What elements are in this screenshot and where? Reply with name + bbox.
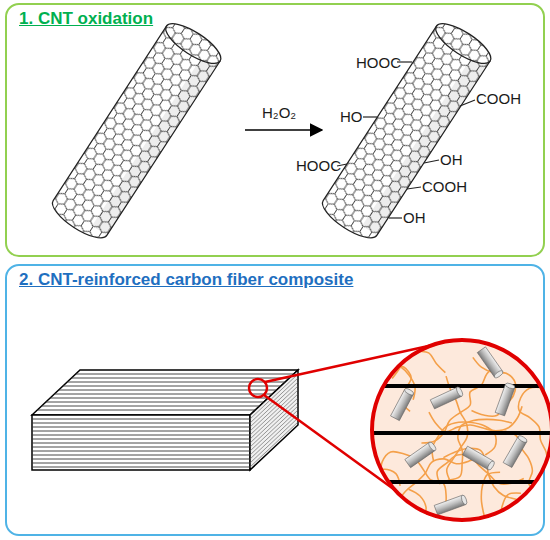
fiber-line bbox=[250, 414, 298, 459]
small-nanotube-end bbox=[517, 435, 528, 444]
zoom-background bbox=[372, 340, 550, 520]
chemical-group-label: OH bbox=[403, 209, 426, 226]
zoom-marker bbox=[249, 379, 267, 397]
fiber-line bbox=[32, 447, 250, 448]
fiber-line bbox=[32, 435, 250, 436]
bond-line bbox=[407, 187, 421, 189]
small-nanotube-end bbox=[505, 382, 516, 390]
polymer-matrix bbox=[309, 301, 550, 540]
panel-heading: 2. CNT-reinforced carbon fiber composite bbox=[19, 270, 353, 290]
fiber-line bbox=[32, 443, 250, 444]
bond-line bbox=[389, 217, 402, 218]
nanotube-wall bbox=[47, 26, 220, 245]
fiber-line bbox=[46, 402, 264, 403]
fiber-line bbox=[59, 390, 277, 391]
small-nanotube-end bbox=[428, 441, 437, 452]
small-nanotube bbox=[463, 446, 496, 471]
small-nanotube bbox=[434, 494, 468, 514]
fiber-line bbox=[32, 451, 250, 452]
polymer-chain bbox=[309, 301, 382, 367]
bond-line bbox=[460, 100, 475, 106]
nanotube-shading bbox=[92, 51, 220, 235]
fiber-line bbox=[32, 419, 250, 420]
small-nanotube bbox=[430, 386, 463, 409]
reagent-label: H₂O₂ bbox=[262, 104, 296, 121]
chemical-group-label: OH bbox=[440, 151, 463, 168]
fiber-line bbox=[32, 431, 250, 432]
polymer-chain bbox=[522, 314, 550, 357]
fiber-line bbox=[32, 467, 250, 468]
polymer-chain bbox=[409, 489, 491, 540]
fiber-line bbox=[32, 459, 250, 460]
chemical-group-label: HOOC bbox=[296, 157, 341, 174]
nanotube-shading bbox=[362, 51, 490, 235]
fiber-line bbox=[37, 410, 255, 411]
fiber-line bbox=[32, 427, 250, 428]
fiber-lines bbox=[32, 374, 298, 467]
small-nanotube bbox=[405, 441, 437, 468]
carbon-nanotube bbox=[47, 17, 226, 245]
dispersed-nanotubes bbox=[391, 347, 528, 515]
small-nanotube bbox=[477, 347, 504, 379]
chemical-group-label: HO bbox=[340, 108, 363, 125]
fiber-line bbox=[42, 406, 260, 407]
laminate-end bbox=[250, 370, 298, 470]
polymer-chain bbox=[429, 406, 522, 432]
nanotube-opening bbox=[430, 17, 496, 71]
fiber-line bbox=[32, 423, 250, 424]
chemical-group-label: COOH bbox=[422, 178, 467, 195]
polymer-chain bbox=[448, 419, 512, 480]
fiber-line bbox=[32, 439, 250, 440]
fiber-line bbox=[50, 398, 268, 399]
carbon-fiber bbox=[360, 384, 550, 388]
small-nanotube-body bbox=[434, 495, 466, 515]
bonds bbox=[337, 62, 475, 218]
bond-line bbox=[363, 116, 377, 117]
panel-heading: 1. CNT oxidation bbox=[19, 9, 153, 29]
laminate-front bbox=[32, 415, 250, 470]
chemical-group-label: COOH bbox=[476, 90, 521, 107]
small-nanotube bbox=[503, 435, 528, 468]
bond-line bbox=[424, 160, 439, 163]
fiber-line bbox=[250, 418, 298, 463]
small-nanotube-end bbox=[455, 386, 463, 397]
small-nanotube bbox=[495, 382, 515, 416]
zoom-circle bbox=[372, 340, 550, 520]
fiber-line bbox=[250, 422, 298, 467]
chemical-group-label: HOOC bbox=[356, 54, 401, 71]
small-nanotube-end bbox=[460, 494, 468, 505]
small-nanotube-end bbox=[487, 460, 496, 471]
small-nanotube bbox=[391, 387, 415, 420]
nanotubes bbox=[47, 17, 496, 245]
nanotube-wall bbox=[317, 26, 490, 245]
nanotube-opening bbox=[160, 17, 226, 71]
carbon-nanotube bbox=[317, 17, 496, 245]
small-nanotube-end bbox=[404, 387, 415, 396]
polymer-chain bbox=[317, 469, 400, 507]
fiber-line bbox=[54, 394, 272, 395]
reaction-arrow bbox=[245, 129, 322, 131]
carbon-fiber bbox=[360, 431, 550, 435]
fiber-laminate bbox=[32, 370, 298, 470]
fiber-line bbox=[76, 374, 294, 375]
polymer-chain bbox=[524, 497, 550, 540]
fiber-line bbox=[32, 455, 250, 456]
fiber-line bbox=[250, 410, 298, 455]
fiber-line bbox=[32, 463, 250, 464]
small-nanotube-end bbox=[493, 370, 504, 379]
